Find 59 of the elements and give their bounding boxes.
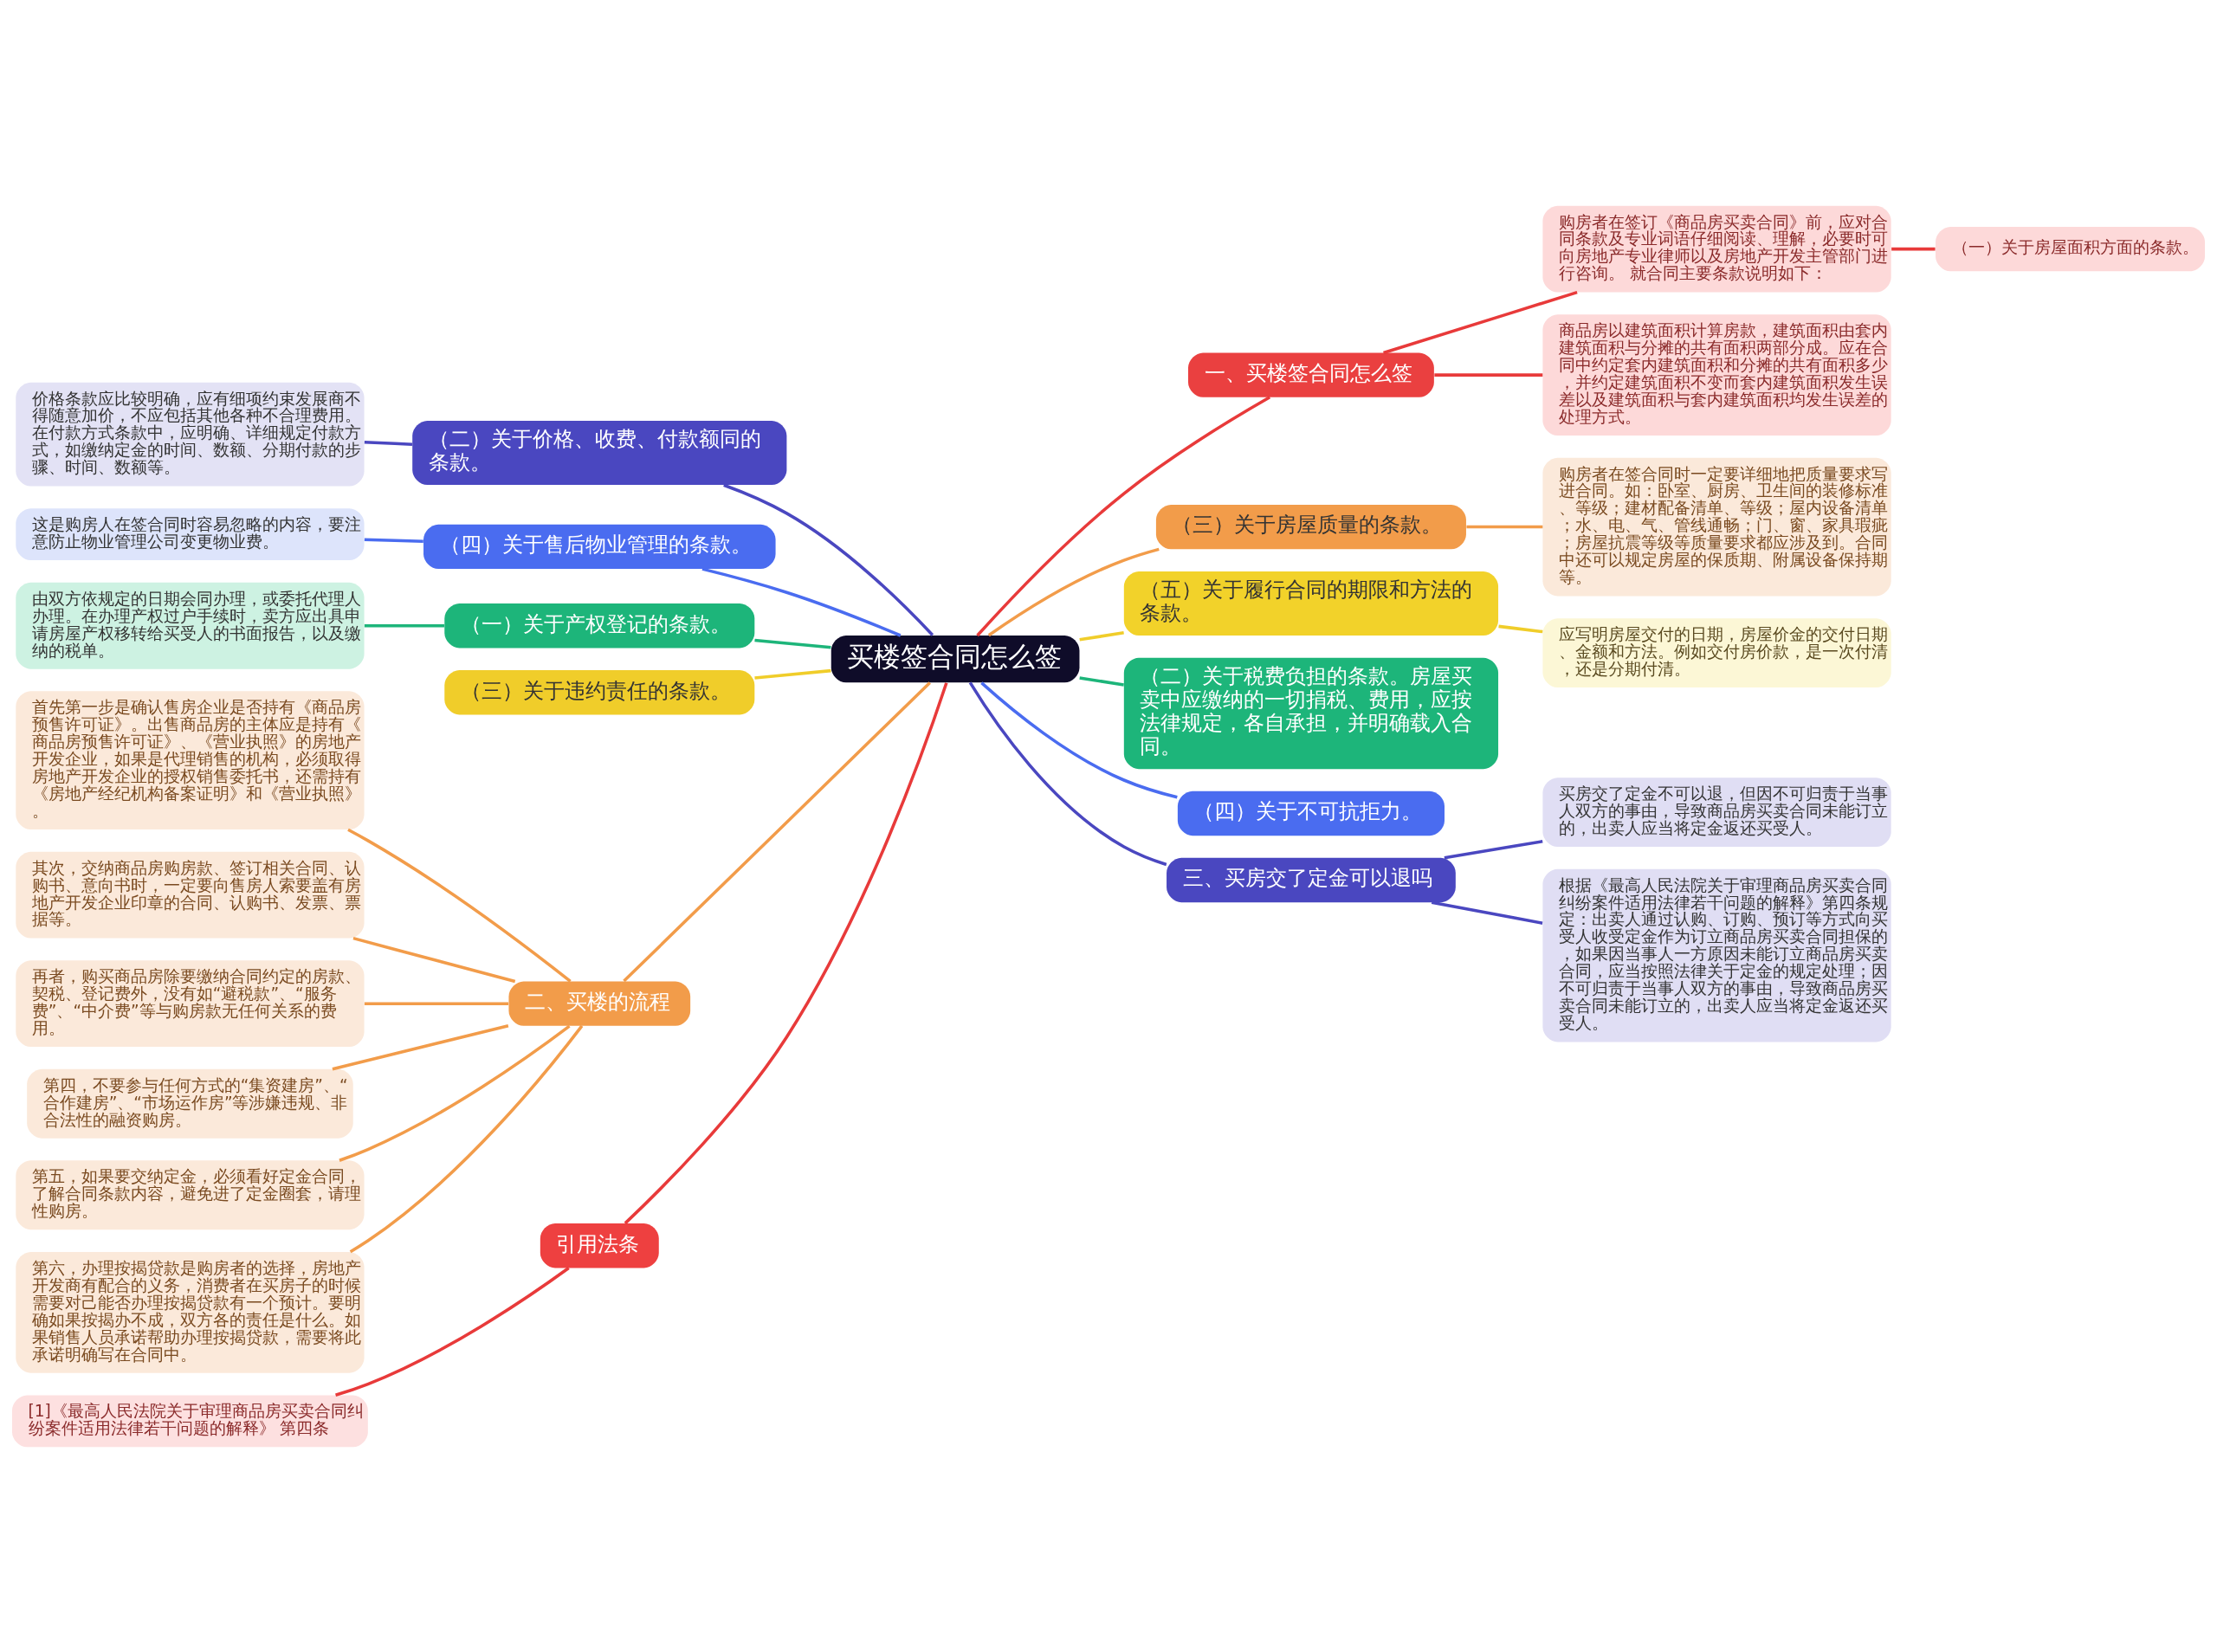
connector — [335, 1266, 570, 1397]
node-box: [1]《最高人民法院关于审理商品房买卖合同纠纷案件适用法律若干问题的解释》 第四条 — [12, 1394, 368, 1447]
node-box: （三）关于违约责任的条款。 — [444, 669, 755, 714]
node-box: 二、买楼的流程 — [508, 981, 691, 1026]
node-box: （三）关于房屋质量的条款。 — [1155, 504, 1466, 549]
node-box: （一）关于房屋面积方面的条款。 — [1936, 226, 2205, 271]
node-box: 由双方依规定的日期会同办理，或委托代理人办理。在办理产权过户手续时，卖方应出具申请房屋产权移转给买受人的书面报告，以及缴纳的税单。 — [16, 582, 365, 669]
node-box: 应写明房屋交付的日期，房屋价金的交付日期、金额和方法。例如交付房价款，是一次付清，还是分期付清。 — [1542, 617, 1891, 687]
node-box: 三、买房交了定金可以退吗 — [1167, 857, 1456, 902]
node-box: （二）关于价格、收费、付款额同的条款。 — [412, 420, 787, 485]
connector — [976, 395, 1271, 636]
node-box: 购房者在签订《商品房买卖合同》前，应对合同条款及专业词语仔细阅读、理解，必要时可向房地产专业律师以及房地产开发主管部门进行咨询。 就合同主要条款说明如下： — [1542, 205, 1891, 293]
connector — [701, 566, 902, 637]
connector — [364, 1001, 509, 1005]
node-box: 根据《最高人民法院关于审理商品房买卖合同纠纷案件适用法律若干问题的解释》第四条规定：出卖人通过认购、订购、预订等方式向买受人收受定金作为订立商品房买卖合同担保的，如果因当事人一方原因未能订立商品房买卖合同，应当按照法律关于定金的规定处理；因不可归责于当事人双方的事由，导致商品房买卖合同未能订立的，出卖人应当将定金返还买受人。 — [1542, 868, 1891, 1042]
connector — [1383, 290, 1578, 354]
connector — [968, 681, 1167, 866]
node-box: （四）关于不可抗拒力。 — [1177, 791, 1445, 836]
node-box: 第四，不要参与任何方式的“集资建房”、“合作建房”、“市场运作房”等涉嫌违规、非合法性的融资购房。 — [27, 1068, 353, 1139]
connector — [364, 440, 413, 446]
node-box: 价格条款应比较明确，应有细项约束发展商不得随意加价，不应包括其他各种不合理费用。在付款方式条款中，应明确、详细规定付款方式，如缴纳定金的时间、数额、分期付款的步骤、时间、数额等。 — [16, 382, 365, 486]
connector — [1431, 900, 1543, 925]
connector — [352, 936, 516, 983]
connector — [980, 681, 1178, 798]
connector — [1079, 675, 1124, 687]
connector — [332, 1023, 509, 1070]
node-box: 商品房以建筑面积计算房款，建筑面积由套内建筑面积与分摊的共有面积两部分成。应在合同中约定套内建筑面积和分摊的共有面积多少，并约定建筑面积不变而套内建筑面积发生误差以及建筑面积与套内建筑面积均发生误差的处理方式。 — [1542, 313, 1891, 436]
connector — [723, 483, 934, 636]
connector — [347, 828, 572, 983]
connector — [1498, 624, 1543, 633]
node-box: （五）关于履行合同的期限和方法的条款。 — [1123, 571, 1499, 636]
node-box: 这是购房人在签合同时容易忽略的内容，要注意防止物业管理公司变更物业费。 — [16, 507, 365, 560]
node-box: 第六，办理按揭贷款是购房者的选择，房地产开发商有配合的义务，消费者在买房子的时候需要对己能否办理按揭贷款有一个预计。要明确如果按揭办不成，双方各的责任是什么。如果销售人员承诺帮助办理按揭贷款，需要将此承诺明确写在合同中。 — [16, 1251, 365, 1373]
node-box: 购房者在签合同时一定要详细地把质量要求写进合同。如：卧室、厨房、卫生间的装修标准、等级；建材配备清单、等级；屋内设备清单；水、电、气、管线通畅；门、窗、家具瑕疵；房屋抗震等级等质量要求都应涉及到。合同中还可以规定房屋的保质期、附属设备保持期等。 — [1542, 457, 1891, 596]
connector — [364, 537, 423, 543]
node-box: 首先第一步是确认售房企业是否持有《商品房预售许可证》。出售商品房的主体应是持有《商品房预售许可证》、《营业执照》的房地产开发企业，如果是代理销售的机构，必须取得房地产开发企业的授权销售委托书，还需持有《房地产经纪机构备案证明》和《营业执照》。 — [16, 690, 365, 829]
node-box: 买楼签合同怎么签 — [831, 635, 1080, 682]
connector — [623, 681, 931, 982]
node-box: （四）关于售后物业管理的条款。 — [423, 524, 776, 569]
connector — [1466, 525, 1543, 528]
connector — [364, 623, 444, 627]
connector — [1444, 839, 1543, 860]
connector — [1434, 372, 1543, 377]
connector — [1891, 247, 1936, 250]
connector — [754, 638, 831, 649]
connector — [1079, 630, 1124, 642]
connector — [754, 668, 831, 680]
node-box: （一）关于产权登记的条款。 — [444, 603, 755, 648]
node-box: （二）关于税费负担的条款。房屋买卖中应缴纳的一切捐税、费用，应按法律规定，各自承担，并明确载入合同。 — [1123, 657, 1499, 769]
node-box: 其次，交纳商品房购房款、签订相关合同、认购书、意向书时，一定要向售房人索要盖有房地产开发企业印章的合同、认购书、发票、票据等。 — [16, 851, 365, 939]
connector — [339, 1024, 571, 1162]
node-box: 第五，如果要交纳定金，必须看好定金合同，了解合同条款内容，避免进了定金圈套，请理性购房。 — [16, 1159, 365, 1229]
connector — [349, 1024, 584, 1253]
connector — [987, 547, 1160, 636]
node-box: 引用法条 — [540, 1223, 659, 1268]
node-box: 一、买楼签合同怎么签 — [1188, 352, 1434, 397]
node-box: 买房交了定金不可以退，但因不可归责于当事人双方的事由，导致商品房买卖合同未能订立的，出卖人应当将定金返还买受人。 — [1542, 777, 1891, 847]
connector — [624, 681, 948, 1224]
node-box: 再者，购买商品房除要缴纳合同约定的房款、契税、登记费外，没有如“避税款”、“服务费”、“中介费”等与购房款无任何关系的费用。 — [16, 959, 365, 1047]
